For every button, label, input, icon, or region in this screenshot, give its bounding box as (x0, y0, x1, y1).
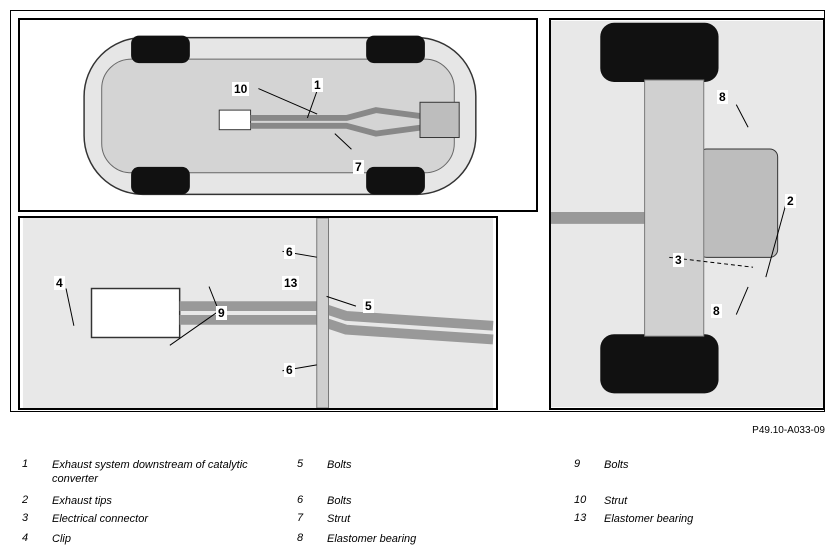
cross-member (316, 218, 330, 408)
vehicle-underbody-overview: 10 1 7 (18, 18, 538, 212)
rear-muffler-detail (698, 148, 779, 258)
catalytic-converter (218, 109, 252, 131)
legend-item: 4 Clip (22, 532, 71, 545)
rear-wheel-bottom (600, 334, 719, 394)
callout-7: 7 (353, 160, 364, 174)
rear-wheel-top (600, 22, 719, 82)
catalytic-converter-detail (90, 287, 181, 339)
callout-1: 1 (312, 78, 323, 92)
callout-6-bottom: 6 (284, 363, 295, 377)
callout-8-bottom: 8 (711, 304, 722, 318)
legend-item: 13 Elastomer bearing (574, 512, 694, 525)
legend-item: 8 Elastomer bearing (297, 532, 417, 545)
wheel-rear-right (366, 166, 425, 195)
legend-item: 3 Electrical connector (22, 512, 148, 525)
legend-item: 9 Bolts (574, 458, 629, 471)
callout-4: 4 (54, 276, 65, 290)
legend-item: 10 Strut (574, 494, 628, 507)
legend-item: 5 Bolts (297, 458, 352, 471)
callout-3: 3 (673, 253, 684, 267)
exhaust-pipe (250, 107, 436, 121)
callout-13: 13 (282, 276, 300, 290)
callout-10: 10 (232, 82, 250, 96)
rear-muffler (419, 101, 460, 139)
callout-9: 9 (216, 306, 227, 320)
underbody-illustration (83, 35, 477, 196)
callout-8-top: 8 (717, 90, 728, 104)
callout-6-top: 6 (284, 245, 295, 259)
detail-rear-exhaust-area: 8 2 3 8 (549, 18, 825, 410)
detail-catalytic-converter-area: 6 13 5 4 9 6 (18, 216, 498, 410)
callout-2: 2 (785, 194, 796, 208)
detail-left-illustration (22, 218, 494, 408)
legend-item: 2 Exhaust tips (22, 494, 112, 507)
legend-item: 1 Exhaust system downstream of catalytic… (22, 458, 248, 485)
wheel-front-right (131, 166, 190, 195)
detail-right-illustration (551, 20, 823, 408)
wheel-rear-left (366, 35, 425, 64)
figure-id: P49.10-A033-09 (752, 425, 825, 436)
legend-item: 7 Strut (297, 512, 351, 525)
callout-5: 5 (363, 299, 374, 313)
wheel-front-left (131, 35, 190, 64)
legend-item: 6 Bolts (297, 494, 352, 507)
